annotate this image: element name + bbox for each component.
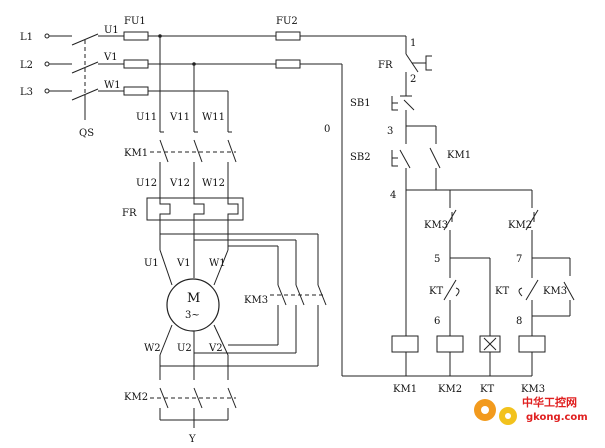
control-circuit: FU2 0 1 FR 2 SB1 3 SB2 KM1 4 [275, 16, 575, 395]
label-node-4: 4 [390, 190, 396, 201]
label-sb2: SB2 [350, 152, 371, 163]
fuse-fu1: FU1 [98, 16, 276, 96]
label-v1-top: V1 [103, 52, 118, 63]
watermark-url: gkong.com [526, 412, 588, 423]
label-km3-main: KM3 [244, 295, 268, 306]
label-u1-top: U1 [104, 25, 119, 36]
label-motor-v1: V1 [176, 258, 191, 269]
label-node-1: 1 [410, 38, 416, 49]
label-node-2: 2 [410, 74, 416, 85]
label-node-3: 3 [387, 126, 393, 137]
supply-lines: L1 L2 L3 QS U1 V1 W1 [20, 25, 121, 139]
label-km1-main: KM1 [124, 148, 148, 159]
label-fr-main: FR [122, 208, 137, 219]
gear-icon [474, 399, 517, 425]
label-coil-km2: KM2 [438, 384, 462, 395]
label-w12: W12 [202, 178, 225, 189]
label-coil-km1: KM1 [393, 384, 417, 395]
label-motor-u1: U1 [144, 258, 159, 269]
label-node-7: 7 [516, 254, 522, 265]
label-kt-b: KT [495, 286, 509, 297]
label-l3: L3 [20, 87, 33, 98]
label-y: Y [188, 434, 196, 445]
label-node-6: 6 [434, 316, 440, 327]
label-node-5: 5 [434, 254, 440, 265]
label-motor: M [187, 291, 200, 306]
label-motor-sub: 3~ [185, 310, 200, 321]
motor-symbol [166, 278, 220, 332]
label-u12: U12 [136, 178, 157, 189]
coil-km1 [391, 335, 419, 353]
label-kt-a: KT [429, 286, 443, 297]
main-circuit: U11 V11 W11 KM1 U12 V12 W12 FR U1 V1 W1 [122, 34, 327, 445]
label-zero: 0 [324, 124, 330, 135]
label-coil-kt: KT [480, 384, 494, 395]
label-w11: W11 [202, 112, 225, 123]
label-l2: L2 [20, 60, 33, 71]
label-fu1: FU1 [124, 16, 146, 27]
label-fu2: FU2 [276, 16, 298, 27]
coil-km3 [518, 335, 546, 353]
label-motor-u2: U2 [177, 343, 192, 354]
label-km1-aux: KM1 [447, 150, 471, 161]
label-w1-top: W1 [104, 80, 121, 91]
label-sb1: SB1 [350, 98, 371, 109]
label-qs: QS [79, 128, 94, 139]
label-motor-v2: V2 [208, 343, 223, 354]
label-motor-w2: W2 [144, 343, 161, 354]
label-km2-main: KM2 [124, 392, 148, 403]
label-km3-nc: KM3 [424, 220, 448, 231]
coil-km2 [436, 335, 464, 353]
label-coil-km3: KM3 [521, 384, 545, 395]
label-km3-aux: KM3 [543, 286, 567, 297]
label-l1: L1 [20, 32, 33, 43]
watermark-logo: 中华工控网 gkong.com [474, 395, 588, 425]
watermark-brand: 中华工控网 [522, 395, 577, 409]
label-v11: V11 [169, 112, 190, 123]
label-node-8: 8 [516, 316, 522, 327]
label-v12: V12 [169, 178, 190, 189]
label-km2-nc: KM2 [508, 220, 532, 231]
label-u11: U11 [136, 112, 157, 123]
label-fr-ctrl: FR [378, 60, 393, 71]
label-motor-w1: W1 [209, 258, 226, 269]
